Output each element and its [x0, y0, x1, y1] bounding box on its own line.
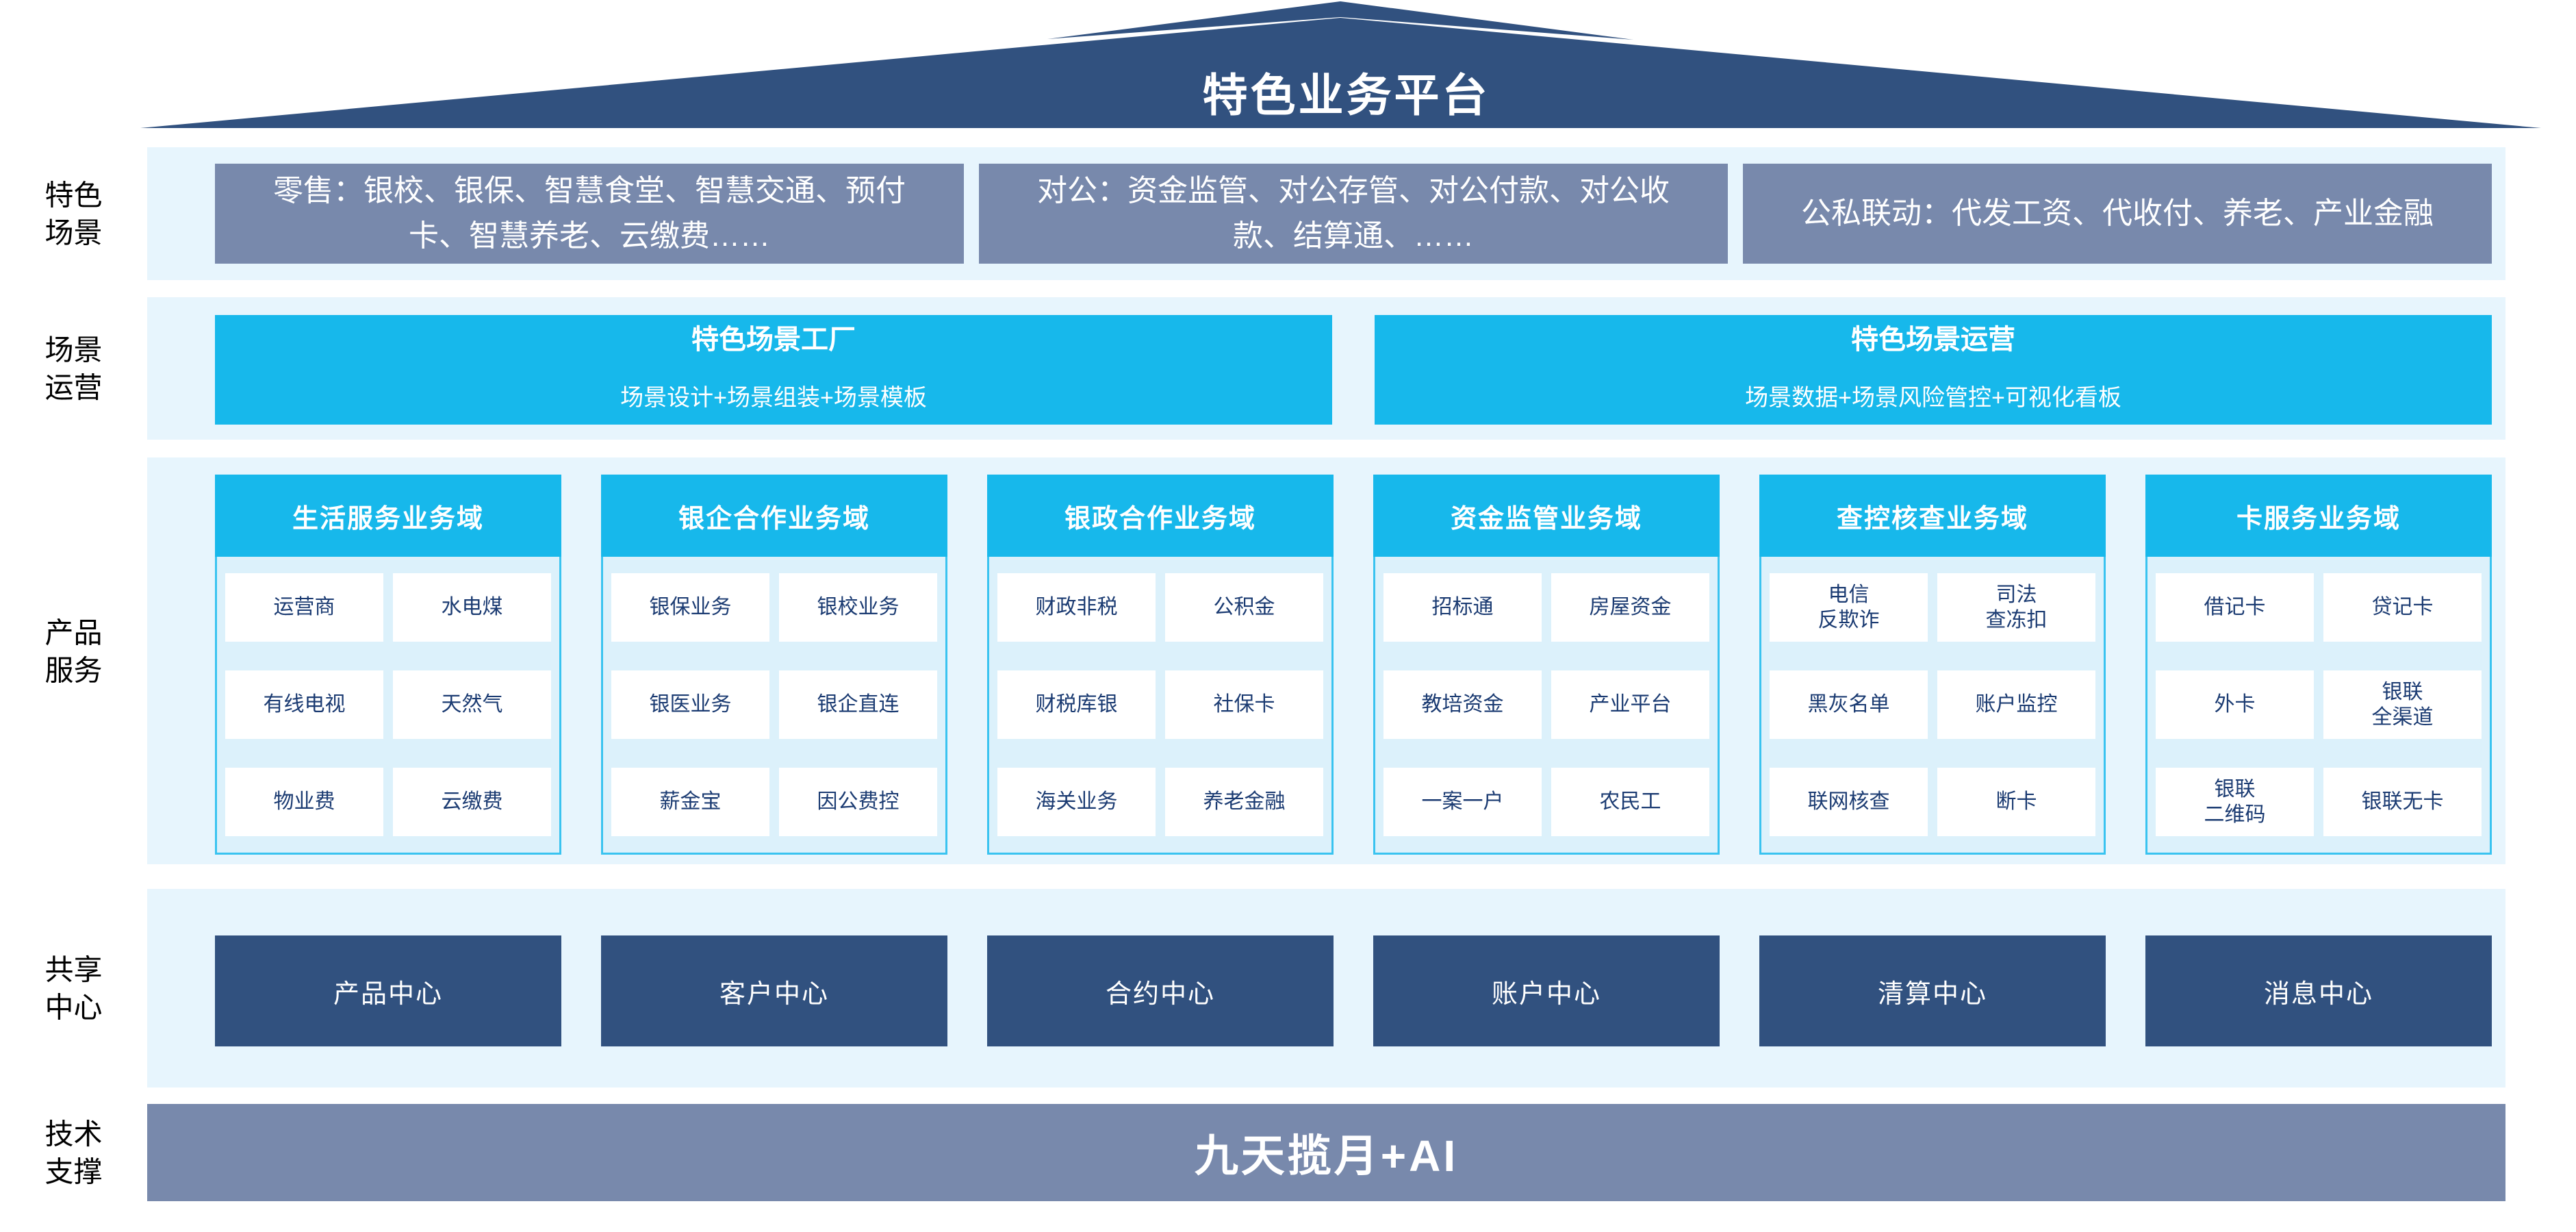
product-cell: 房屋资金 — [1551, 573, 1709, 642]
scene-operation-title: 特色场景运营 — [1851, 325, 2015, 355]
product-cell: 银医业务 — [611, 670, 769, 739]
product-cell: 贷记卡 — [2323, 573, 2482, 642]
scene-operations-band: 特色场景工厂 场景设计+场景组装+场景模板 特色场景运营 场景数据+场景风险管控… — [147, 297, 2505, 440]
product-cell: 水电煤 — [393, 573, 551, 642]
center-box-contract: 合约中心 — [987, 935, 1334, 1046]
column-header: 生活服务业务域 — [215, 475, 561, 557]
scene-box-corporate: 对公：资金监管、对公存管、对公付款、对公收款、结算通、…… — [979, 164, 1728, 264]
product-cell: 银校业务 — [779, 573, 937, 642]
column-body: 电信 反欺诈 司法 查冻扣 黑灰名单 账户监控 联网核查 断卡 — [1759, 557, 2106, 855]
product-cell: 司法 查冻扣 — [1937, 573, 2095, 642]
product-cell: 一案一户 — [1383, 768, 1542, 836]
product-cell: 天然气 — [393, 670, 551, 739]
product-cell: 黑灰名单 — [1770, 670, 1928, 739]
product-services-band: 生活服务业务域 运营商 水电煤 有线电视 天然气 物业费 云缴费 银企合作业务域… — [147, 457, 2505, 864]
center-box-account: 账户中心 — [1373, 935, 1720, 1046]
center-box-message: 消息中心 — [2145, 935, 2492, 1046]
column-header: 银企合作业务域 — [601, 475, 947, 557]
column-header: 银政合作业务域 — [987, 475, 1334, 557]
column-body: 运营商 水电煤 有线电视 天然气 物业费 云缴费 — [215, 557, 561, 855]
product-cell: 公积金 — [1165, 573, 1323, 642]
column-body: 银保业务 银校业务 银医业务 银企直连 薪金宝 因公费控 — [601, 557, 947, 855]
product-cell: 银联 二维码 — [2156, 768, 2314, 836]
product-cell: 财税库银 — [997, 670, 1156, 739]
scene-box-public-private-linkage: 公私联动：代发工资、代收付、养老、产业金融 — [1743, 164, 2492, 264]
product-cell: 财政非税 — [997, 573, 1156, 642]
product-cell: 账户监控 — [1937, 670, 2095, 739]
scene-factory-box: 特色场景工厂 场景设计+场景组装+场景模板 — [215, 315, 1332, 425]
product-cell: 银企直连 — [779, 670, 937, 739]
product-cell: 因公费控 — [779, 768, 937, 836]
product-cell: 农民工 — [1551, 768, 1709, 836]
platform-roof — [140, 1, 2541, 128]
scene-operation-box: 特色场景运营 场景数据+场景风险管控+可视化看板 — [1375, 315, 2492, 425]
product-cell: 薪金宝 — [611, 768, 769, 836]
column-body: 借记卡 贷记卡 外卡 银联 全渠道 银联 二维码 银联无卡 — [2145, 557, 2492, 855]
product-column-card-services: 卡服务业务域 借记卡 贷记卡 外卡 银联 全渠道 银联 二维码 银联无卡 — [2145, 475, 2492, 855]
product-cell: 借记卡 — [2156, 573, 2314, 642]
product-column-fund-supervision: 资金监管业务域 招标通 房屋资金 教培资金 产业平台 一案一户 农民工 — [1373, 475, 1720, 855]
roof-tip-shape — [1047, 1, 1633, 40]
product-column-inquiry-control: 查控核查业务域 电信 反欺诈 司法 查冻扣 黑灰名单 账户监控 联网核查 断卡 — [1759, 475, 2106, 855]
column-header: 查控核查业务域 — [1759, 475, 2106, 557]
scene-factory-title: 特色场景工厂 — [691, 325, 856, 355]
product-cell: 银联无卡 — [2323, 768, 2482, 836]
special-scenes-band: 零售：银校、银保、智慧食堂、智慧交通、预付卡、智慧养老、云缴费…… 对公：资金监… — [147, 147, 2505, 280]
scene-operation-subtitle: 场景数据+场景风险管控+可视化看板 — [1745, 385, 2121, 411]
scene-box-retail: 零售：银校、银保、智慧食堂、智慧交通、预付卡、智慧养老、云缴费…… — [215, 164, 964, 264]
product-cell: 断卡 — [1937, 768, 2095, 836]
platform-title: 特色业务平台 — [1202, 70, 1490, 121]
roof-shape — [140, 18, 2541, 128]
product-cell: 银联 全渠道 — [2323, 670, 2482, 739]
tech-banner: 九天揽月+AI — [147, 1104, 2505, 1201]
column-header: 卡服务业务域 — [2145, 475, 2492, 557]
product-cell: 产业平台 — [1551, 670, 1709, 739]
column-body: 招标通 房屋资金 教培资金 产业平台 一案一户 农民工 — [1373, 557, 1720, 855]
product-cell: 联网核查 — [1770, 768, 1928, 836]
product-cell: 社保卡 — [1165, 670, 1323, 739]
center-box-clearing: 清算中心 — [1759, 935, 2106, 1046]
product-cell: 教培资金 — [1383, 670, 1542, 739]
row-label-tech-support: 技术 支撑 — [44, 1118, 103, 1188]
column-header: 资金监管业务域 — [1373, 475, 1720, 557]
row-label-scene-operations: 场景 运营 — [44, 334, 103, 404]
product-cell: 运营商 — [225, 573, 383, 642]
product-columns-row: 生活服务业务域 运营商 水电煤 有线电视 天然气 物业费 云缴费 银企合作业务域… — [215, 475, 2492, 855]
product-cell: 银保业务 — [611, 573, 769, 642]
special-scenes-row: 零售：银校、银保、智慧食堂、智慧交通、预付卡、智慧养老、云缴费…… 对公：资金监… — [215, 164, 2492, 264]
row-label-special-scenes: 特色 场景 — [44, 179, 103, 249]
product-cell: 招标通 — [1383, 573, 1542, 642]
product-column-bank-enterprise: 银企合作业务域 银保业务 银校业务 银医业务 银企直连 薪金宝 因公费控 — [601, 475, 947, 855]
shared-centers-band: 产品中心 客户中心 合约中心 账户中心 清算中心 消息中心 — [147, 889, 2505, 1088]
product-cell: 有线电视 — [225, 670, 383, 739]
row-label-product-services: 产品 服务 — [44, 616, 103, 687]
product-column-bank-government: 银政合作业务域 财政非税 公积金 财税库银 社保卡 海关业务 养老金融 — [987, 475, 1334, 855]
scene-factory-subtitle: 场景设计+场景组装+场景模板 — [620, 385, 927, 411]
product-column-life-services: 生活服务业务域 运营商 水电煤 有线电视 天然气 物业费 云缴费 — [215, 475, 561, 855]
product-cell: 云缴费 — [393, 768, 551, 836]
scene-operations-row: 特色场景工厂 场景设计+场景组装+场景模板 特色场景运营 场景数据+场景风险管控… — [215, 315, 2492, 425]
shared-centers-row: 产品中心 客户中心 合约中心 账户中心 清算中心 消息中心 — [215, 935, 2492, 1046]
product-cell: 物业费 — [225, 768, 383, 836]
product-cell: 养老金融 — [1165, 768, 1323, 836]
product-cell: 外卡 — [2156, 670, 2314, 739]
product-cell: 电信 反欺诈 — [1770, 573, 1928, 642]
product-cell: 海关业务 — [997, 768, 1156, 836]
center-box-product: 产品中心 — [215, 935, 561, 1046]
column-body: 财政非税 公积金 财税库银 社保卡 海关业务 养老金融 — [987, 557, 1334, 855]
row-label-shared-centers: 共享 中心 — [44, 953, 103, 1024]
center-box-customer: 客户中心 — [601, 935, 947, 1046]
